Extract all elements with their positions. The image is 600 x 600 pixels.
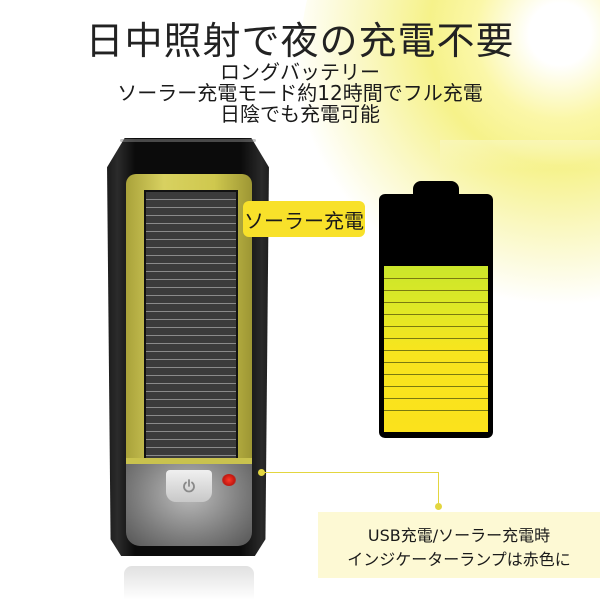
solar-panel-icon: [144, 190, 238, 464]
battery-segment-line: [384, 302, 488, 303]
callout-anchor-dot: [258, 469, 265, 476]
red-indicator-led-icon: [222, 474, 236, 486]
battery-segment-line: [384, 278, 488, 279]
headline-title: 日中照射で夜の充電不要: [85, 19, 515, 63]
battery-segment-line: [384, 290, 488, 291]
battery-segment-line: [384, 374, 488, 375]
lens-rim: [126, 458, 252, 464]
battery-segment-line: [384, 338, 488, 339]
device-reflection: [124, 566, 254, 600]
battery-fill-level: [384, 266, 488, 432]
battery-segment-line: [384, 362, 488, 363]
battery-segment-line: [384, 386, 488, 387]
callout-leader-vertical: [438, 472, 439, 504]
battery-segment-line: [384, 350, 488, 351]
power-button[interactable]: [166, 470, 212, 502]
bike-light-device: [100, 138, 276, 558]
callout-end-dot: [435, 503, 442, 510]
headline-line-3: 日陰でも充電可能: [220, 102, 380, 126]
device-rim: [120, 139, 256, 142]
battery-segment-line: [384, 326, 488, 327]
sun-glow-band: [440, 140, 600, 170]
battery-cap: [413, 181, 459, 197]
battery-segment-line: [384, 314, 488, 315]
indicator-callout-box: USB充電/ソーラー充電時 インジケーターランプは赤色に: [318, 512, 600, 578]
headline-line-2: ソーラー充電モード約12時間でフル充電: [117, 81, 483, 105]
solar-charge-label: ソーラー充電: [243, 201, 365, 237]
battery-segment-line: [384, 410, 488, 411]
callout-line-1: USB充電/ソーラー充電時: [367, 526, 551, 545]
power-icon: [183, 479, 195, 493]
callout-leader-horizontal: [262, 472, 439, 473]
callout-line-2: インジケーターランプは赤色に: [347, 550, 571, 569]
battery-segment-line: [384, 398, 488, 399]
headline-line-1: ロングバッテリー: [220, 60, 380, 84]
